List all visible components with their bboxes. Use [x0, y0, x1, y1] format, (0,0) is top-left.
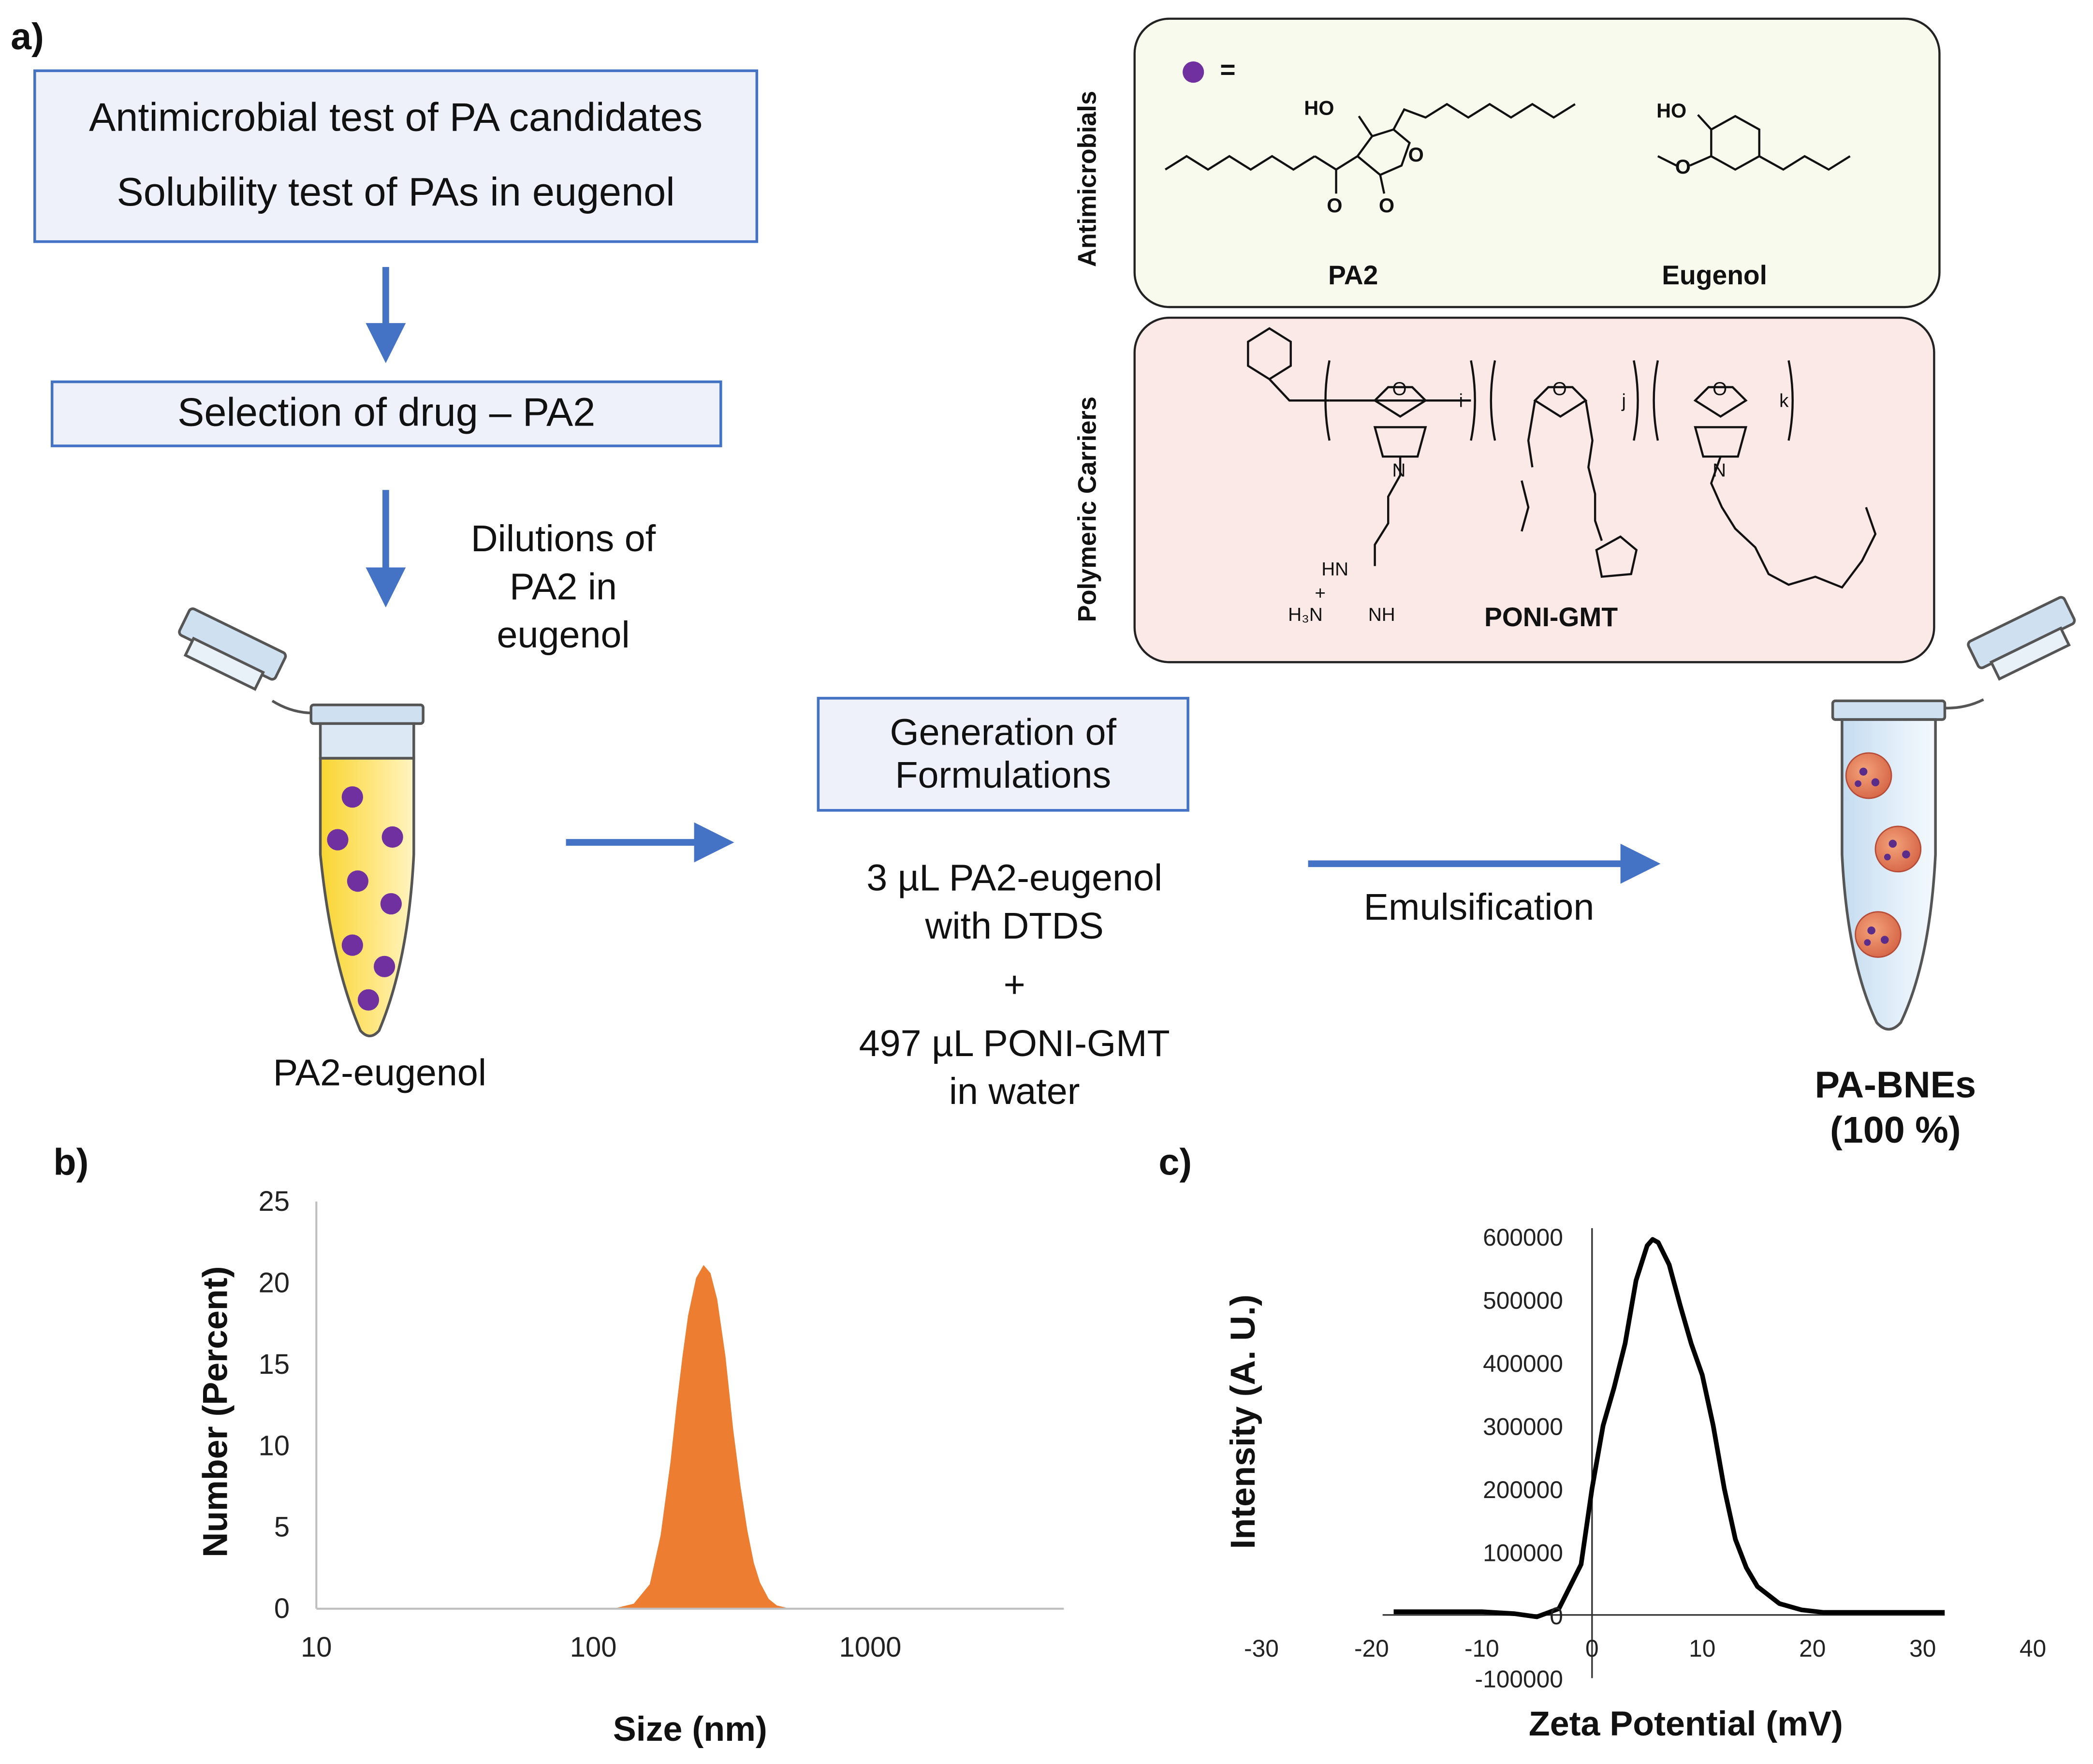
zeta-potential-line: [1393, 1237, 1945, 1619]
y-tick-label: 0: [274, 1593, 290, 1624]
screening-line-1: Antimicrobial test of PA candidates: [89, 96, 703, 140]
pa2-ho-label: HO: [1304, 97, 1334, 120]
nanoemulsion-droplets: [1845, 752, 1922, 958]
dilutions-line-2: PA2 in: [510, 566, 617, 608]
y-tick-label: 200000: [1483, 1476, 1563, 1503]
pa2-name: PA2: [1328, 262, 1378, 291]
formulation-line-4: 497 µL PONI-GMT: [859, 1022, 1170, 1064]
x-tick-label: 40: [2020, 1635, 2046, 1662]
dilutions-line-3: eugenol: [497, 614, 630, 656]
panel-c-label: c): [1158, 1141, 1192, 1183]
guanidine-nh: NH: [1368, 603, 1395, 625]
x-axis-title: Zeta Potential (mV): [1529, 1705, 1843, 1743]
y-tick-label: 15: [259, 1349, 290, 1380]
x-tick-label: 0: [1585, 1635, 1599, 1662]
x-tick-label: -20: [1354, 1635, 1389, 1662]
generation-line-2: Formulations: [895, 754, 1112, 796]
guanidine-h3n: H₃N: [1288, 603, 1323, 625]
ring-o-2: O: [1552, 378, 1567, 399]
y-tick-label: 25: [259, 1186, 290, 1217]
screening-line-2: Solubility test of PAs in eugenol: [117, 171, 675, 215]
panel-a-label: a): [11, 16, 44, 58]
y-tick-label: -100000: [1475, 1666, 1563, 1693]
size-distribution-area: [613, 1265, 819, 1609]
x-tick-label: 30: [1909, 1635, 1936, 1662]
tube-left-label: PA2-eugenol: [273, 1052, 487, 1094]
x-tick-label: -10: [1464, 1635, 1499, 1662]
y-tick-label: 600000: [1483, 1224, 1563, 1251]
y-axis-title: Number (Percent): [196, 1266, 234, 1557]
formulation-line-1: 3 µL PA2-eugenol: [866, 857, 1163, 899]
y-axis-title: Intensity (A. U.): [1224, 1294, 1262, 1549]
tube-right-label: PA-BNEs (100 %): [1762, 1063, 2029, 1154]
ring-o-3: O: [1712, 378, 1727, 399]
legend-equals: =: [1220, 56, 1236, 86]
subscript-k: k: [1779, 390, 1789, 412]
x-tick-label: 20: [1799, 1635, 1826, 1662]
tube-right-label-1: PA-BNEs: [1815, 1064, 1976, 1105]
y-tick-label: 5: [274, 1512, 290, 1543]
eugenol-ho-label: HO: [1656, 100, 1687, 123]
subscript-i: i: [1459, 390, 1464, 412]
y-tick-label: 10: [259, 1430, 290, 1461]
eugenol-name: Eugenol: [1662, 262, 1767, 291]
carriers-box: [1133, 316, 1935, 663]
eugenol-structure: [1657, 114, 1851, 171]
guanidine-plus: +: [1315, 582, 1326, 603]
x-tick-label: 1000: [839, 1632, 901, 1663]
tube-right-label-2: (100 %): [1830, 1109, 1961, 1151]
generation-line-1: Generation of: [890, 711, 1116, 753]
drug-selection-box: Selection of drug – PA2: [50, 380, 722, 447]
generation-box: Generation of Formulations: [817, 697, 1189, 812]
formulation-line-2: with DTDS: [925, 905, 1104, 947]
x-tick-label: 10: [301, 1632, 332, 1663]
pa2-o-ketone: O: [1327, 195, 1343, 218]
imide-n-1: N: [1392, 459, 1406, 481]
drug-dots: [327, 786, 403, 1011]
subscript-j: j: [1622, 390, 1626, 412]
ring-o-1: O: [1392, 378, 1407, 399]
formulation-plus: +: [1003, 964, 1025, 1005]
dilutions-line-1: Dilutions of: [470, 518, 656, 559]
pa2-o-lactone: O: [1378, 195, 1395, 218]
x-tick-label: 10: [1689, 1635, 1715, 1662]
eugenol-o-methoxy: O: [1675, 156, 1691, 179]
pa2-o-ring: O: [1408, 144, 1424, 167]
x-tick-label: -30: [1244, 1635, 1279, 1662]
y-tick-label: 20: [259, 1267, 290, 1298]
antimicrobials-box: [1133, 17, 1941, 309]
dilutions-text: Dilutions of PA2 in eugenol: [430, 515, 697, 660]
poni-gmt-structure: [1247, 327, 1877, 589]
x-tick-label: 100: [570, 1632, 617, 1663]
y-tick-label: 0: [1550, 1602, 1563, 1630]
y-tick-label: 400000: [1483, 1350, 1563, 1377]
y-tick-label: 300000: [1483, 1413, 1563, 1440]
x-axis-title: Size (nm): [613, 1710, 767, 1749]
emulsification-label: Emulsification: [1363, 886, 1595, 928]
y-tick-label: 100000: [1483, 1540, 1563, 1567]
formulation-text: 3 µL PA2-eugenol with DTDS + 497 µL PONI…: [801, 854, 1228, 1116]
guanidine-hn: HN: [1321, 558, 1349, 580]
imide-n-2: N: [1712, 459, 1727, 481]
pa2-structure: [1165, 103, 1576, 194]
drug-legend-dot: [1183, 61, 1204, 83]
screening-box: Antimicrobial test of PA candidates Solu…: [33, 69, 759, 243]
formulation-line-5: in water: [949, 1071, 1080, 1112]
y-tick-label: 500000: [1483, 1287, 1563, 1314]
panel-b-label: b): [53, 1141, 89, 1183]
carrier-name: PONI-GMT: [1484, 603, 1618, 633]
